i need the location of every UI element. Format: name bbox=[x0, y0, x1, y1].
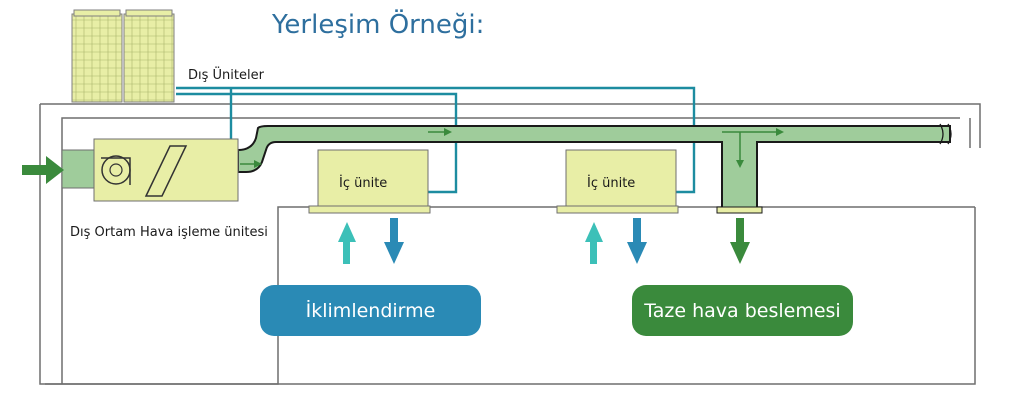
fresh-air-supply-badge: Taze hava beslemesi bbox=[632, 285, 853, 336]
indoor-unit-1-body bbox=[317, 149, 429, 209]
fresh-air-inlet-arrow-icon bbox=[22, 156, 64, 184]
outdoor-units-label: Dış Üniteler bbox=[188, 68, 264, 83]
ahu-fan-hub bbox=[109, 163, 123, 177]
outdoor-unit-right-top bbox=[125, 9, 173, 17]
supply-air-arrow-1-icon bbox=[338, 222, 356, 264]
return-air-arrow-2-icon bbox=[627, 218, 647, 264]
building-inner-wall bbox=[61, 117, 960, 148]
ahu-outlet-arrowhead-icon bbox=[254, 160, 262, 168]
duct-split-arrowhead-right-icon bbox=[776, 128, 784, 136]
air-handling-unit-label: Dış Ortam Hava işleme ünitesi bbox=[70, 225, 268, 240]
return-air-arrow-1-icon bbox=[384, 218, 404, 264]
indoor-unit-1-panel bbox=[308, 205, 431, 214]
ahu-intake-duct bbox=[61, 149, 97, 189]
duct-break-symbol bbox=[939, 123, 952, 145]
outdoor-unit-right bbox=[123, 13, 175, 103]
duct-flow-arrowhead-1-icon bbox=[444, 128, 452, 136]
ahu-fan-outlet bbox=[101, 157, 131, 185]
indoor-unit-2-body bbox=[565, 149, 677, 209]
outdoor-unit-left-top bbox=[73, 9, 121, 17]
air-conditioning-badge: İklimlendirme bbox=[260, 285, 481, 336]
duct-split-arrowhead-down-icon bbox=[736, 160, 744, 168]
indoor-unit-2-panel bbox=[556, 205, 679, 214]
diffuser-grille bbox=[716, 206, 763, 214]
supply-air-arrow-2-icon bbox=[585, 222, 603, 264]
outdoor-unit-left bbox=[71, 13, 123, 103]
duct-split-arrow-icon bbox=[722, 131, 778, 162]
indoor-unit-1-label: İç ünite bbox=[339, 176, 388, 191]
indoor-unit-2-label: İç ünite bbox=[587, 176, 636, 191]
ahu-body bbox=[93, 138, 239, 202]
fresh-air-supply-arrow-icon bbox=[730, 218, 750, 264]
diagram-title: Yerleşim Örneği: bbox=[272, 10, 485, 40]
ahu-filter-slash-icon bbox=[144, 145, 188, 197]
